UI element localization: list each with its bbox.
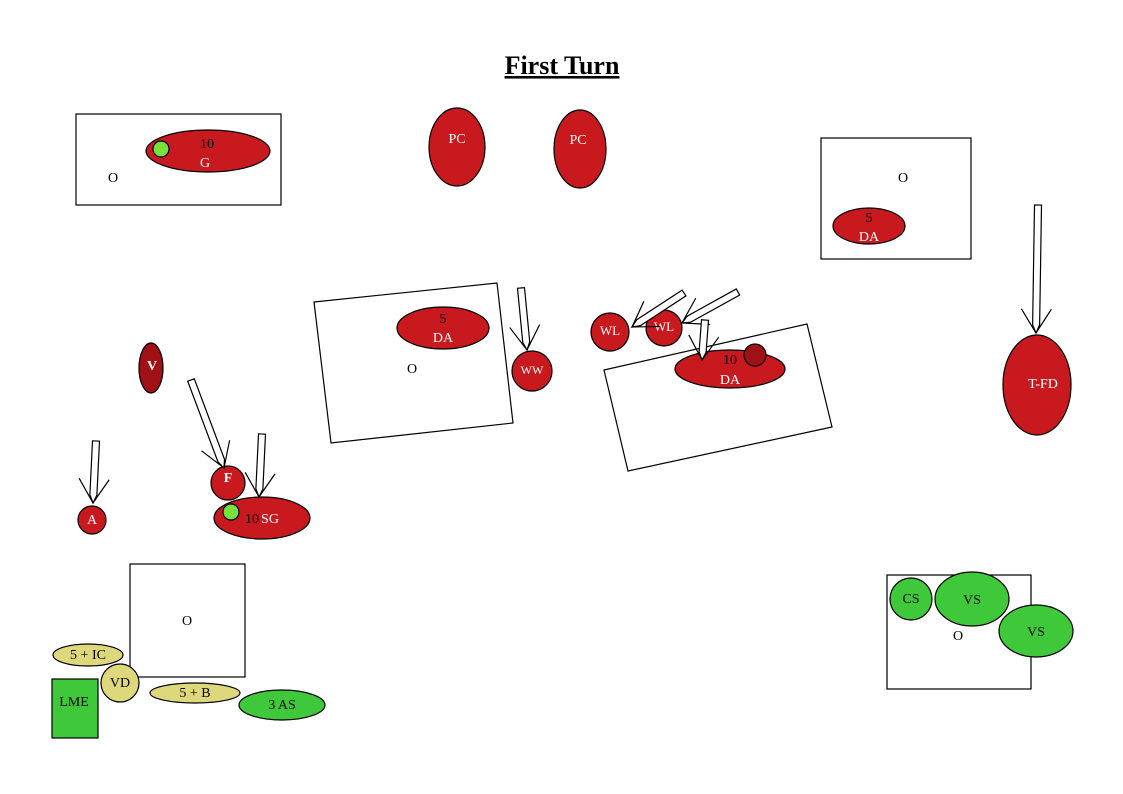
unit-vd [100, 663, 140, 703]
unit-da-label: DA [720, 373, 741, 388]
unit-a-label: A [87, 513, 98, 528]
unit-da-strength: 10 [723, 353, 737, 368]
unit-da-label: DA [859, 230, 880, 245]
arrow-head [631, 301, 661, 328]
movement-arrows [78, 204, 1052, 505]
arrow-shaft [516, 287, 531, 352]
objective-label: O [953, 629, 963, 644]
arrow-shaft [89, 440, 101, 505]
arrow-head [1020, 308, 1052, 335]
arrow-shaft [680, 288, 741, 324]
objective-label: O [898, 171, 908, 186]
objective-label: O [182, 614, 192, 629]
objective-label: O [108, 171, 118, 186]
objective-box-top-right [820, 137, 972, 260]
arrow-head [244, 472, 276, 499]
unit-cs [889, 577, 933, 621]
arrow-head [509, 324, 541, 352]
unit-vs-2-label: VS [1027, 625, 1045, 640]
unit-g-strength: 10 [200, 137, 214, 152]
unit-wl-2-label: WL [654, 319, 674, 334]
unit-vs-2 [998, 604, 1074, 658]
unit-cs-label: CS [902, 592, 919, 607]
objective-box-center-left [313, 282, 514, 444]
unit-sg-strength: 10 [245, 512, 259, 527]
arrow-shaft [186, 377, 226, 470]
unit-pc-2-label: PC [569, 133, 586, 148]
unit-ww [511, 350, 553, 392]
unit-wl-1-label: WL [600, 323, 620, 338]
objective-box-bottom-left [129, 563, 246, 678]
marker-green [222, 503, 240, 521]
unit-ic [52, 643, 124, 667]
arrow-shaft [1032, 204, 1043, 335]
unit-v-label: V [147, 359, 157, 374]
objective-box-top-left [75, 113, 282, 206]
unit-ic-label: 5 + IC [70, 648, 106, 663]
arrow-head [201, 440, 231, 470]
marker-green [152, 140, 170, 158]
arrow-head [78, 478, 110, 505]
unit-lme [51, 678, 99, 739]
unit-as [238, 689, 326, 721]
unit-t-fd [1002, 334, 1072, 436]
arrow-shaft [698, 319, 710, 362]
unit-wl-1 [590, 312, 630, 352]
unit-pc-2 [553, 109, 607, 189]
unit-da-strength: 5 [866, 211, 873, 226]
unit-da-top-right [832, 207, 906, 245]
arrow-shaft [255, 433, 267, 499]
objective-label: O [407, 362, 417, 377]
unit-vs-1 [934, 571, 1010, 627]
diagram-title: First Turn [505, 51, 620, 80]
unit-as-label: 3 AS [268, 698, 296, 713]
unit-a [77, 505, 107, 535]
unit-da-label: DA [433, 331, 454, 346]
unit-ww-label: WW [521, 363, 544, 377]
unit-da-center [396, 306, 490, 350]
unit-lme-label: LME [59, 695, 89, 710]
unit-b-label: 5 + B [179, 686, 210, 701]
arrow-shaft [630, 289, 687, 328]
unit-sg-label: SG [261, 512, 279, 527]
unit-f-label: F [224, 471, 233, 486]
unit-vs-1-label: VS [963, 593, 981, 608]
marker-dark-red [743, 343, 767, 367]
unit-pc-1 [428, 107, 486, 187]
unit-f [210, 465, 246, 501]
unit-g-label: G [200, 156, 210, 171]
unit-v [138, 342, 164, 394]
objective-box-center-right [603, 323, 833, 472]
unit-t-fd-label: T-FD [1028, 377, 1058, 392]
unit-g [145, 129, 271, 173]
unit-pc-1-label: PC [448, 132, 465, 147]
unit-vd-label: VD [110, 676, 130, 691]
unit-da-strength: 5 [440, 312, 447, 327]
unit-b [149, 682, 241, 704]
arrow-head [688, 334, 720, 362]
